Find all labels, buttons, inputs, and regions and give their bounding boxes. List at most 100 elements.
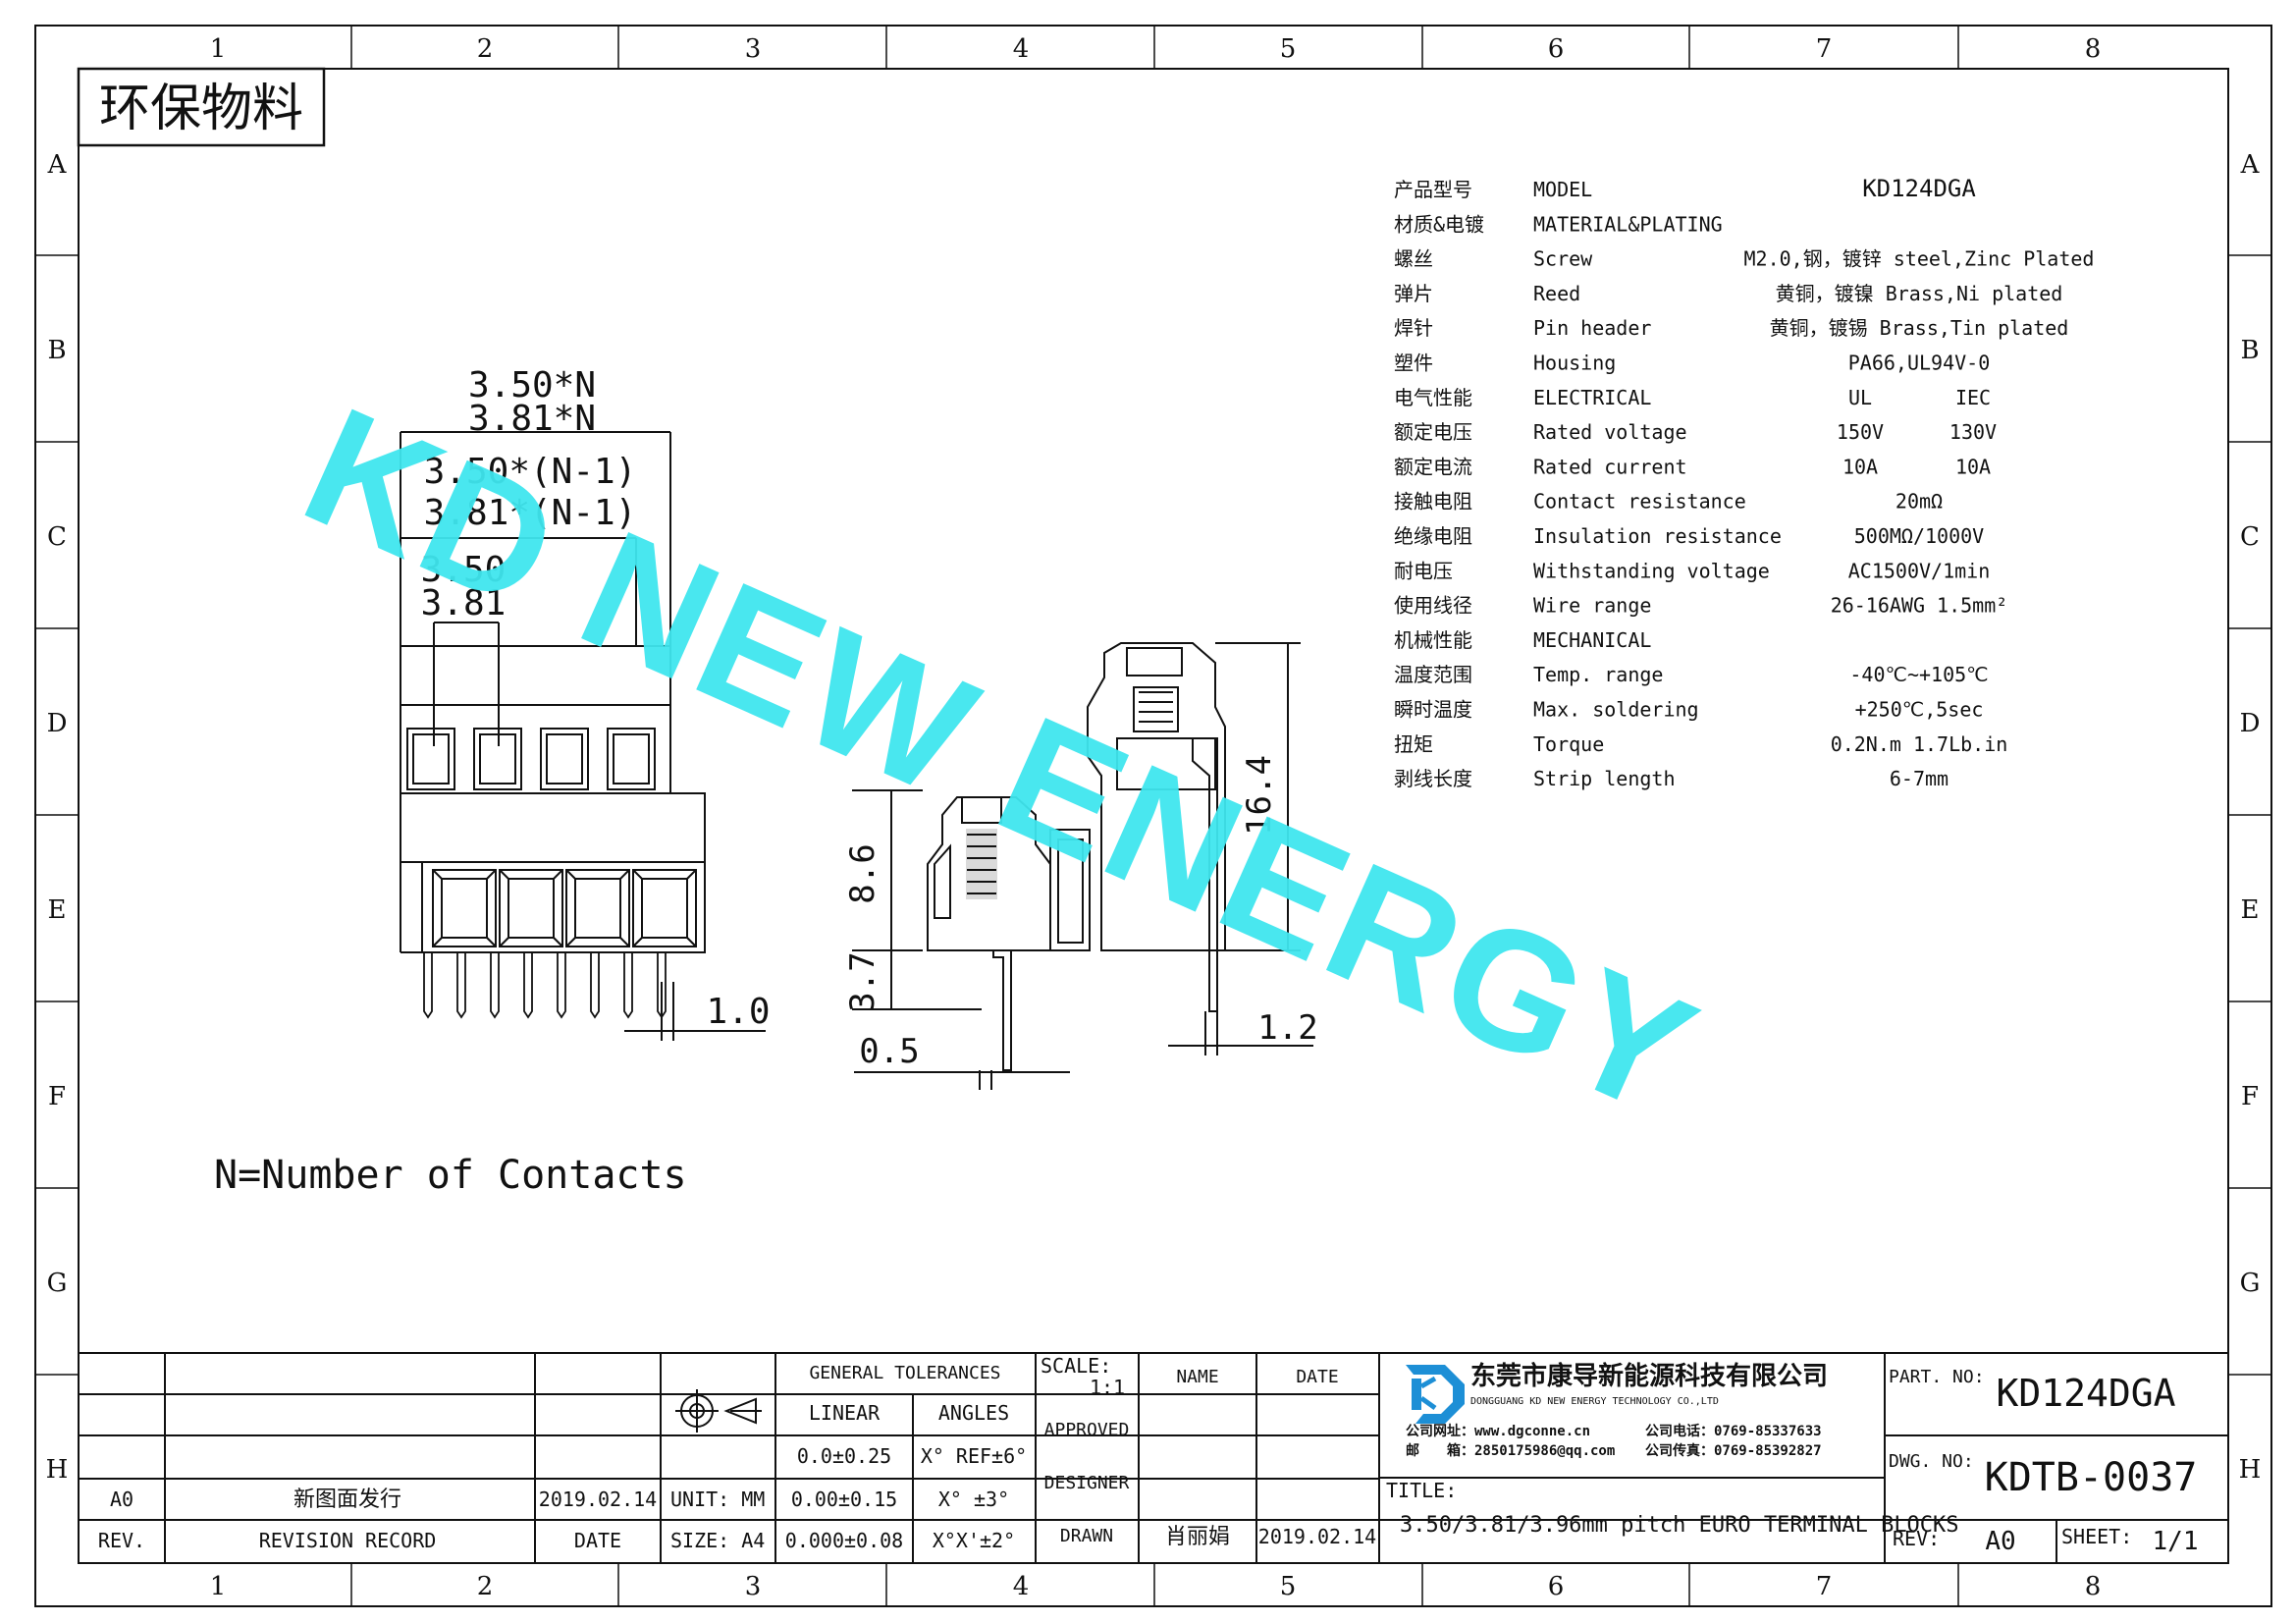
spec-value: KD124DGA xyxy=(1862,175,1976,202)
rev-label: REV. xyxy=(98,1529,145,1552)
company-phone: 公司电话：0769-85337633 xyxy=(1645,1423,1822,1439)
spec-value: 0.2N.m 1.7Lb.in xyxy=(1831,732,2008,756)
spec-label-en: Housing xyxy=(1533,352,1616,375)
contacts-note: N=Number of Contacts xyxy=(214,1153,687,1198)
spec-label-en: Max. soldering xyxy=(1533,698,1699,722)
revision-date: 2019.02.14 xyxy=(539,1488,657,1511)
spec-label-cn: 使用线径 xyxy=(1394,594,1472,618)
spec-value-2: 10A xyxy=(1955,455,1991,478)
dim-pitch-n-a: 3.50*N xyxy=(468,365,596,406)
linear-label: LINEAR xyxy=(809,1401,881,1425)
dim-pin-width: 1.0 xyxy=(706,992,770,1032)
company-logo-icon xyxy=(1406,1365,1465,1424)
dwg-no: KDTB-0037 xyxy=(1985,1455,2198,1500)
side-view-small xyxy=(852,789,1091,1090)
spec-label-cn: 扭矩 xyxy=(1394,732,1433,756)
dim-body-height: 8.6 xyxy=(843,843,882,903)
col-label: 2 xyxy=(477,1572,494,1601)
spec-value: 6-7mm xyxy=(1890,767,1949,790)
company-fax: 公司传真：0769-85392827 xyxy=(1645,1442,1822,1459)
row-label: F xyxy=(48,1082,66,1111)
dwg-no-label: DWG. NO: xyxy=(1889,1451,1974,1472)
dim-pitch-n-b: 3.81*N xyxy=(468,399,596,439)
spec-label-en: Rated voltage xyxy=(1533,420,1687,444)
side-view-tall-dimensions: 16.4 1.2 xyxy=(1240,755,1318,1048)
company-website: 公司网址：www.dgconne.cn xyxy=(1406,1423,1590,1439)
approved-label: APPROVED xyxy=(1044,1420,1130,1440)
sheet-frame xyxy=(34,25,2272,1607)
row-label: E xyxy=(2241,895,2260,925)
row-label: B xyxy=(47,336,66,365)
spec-value: 黄铜，镀锡 Brass,Tin plated xyxy=(1770,316,2069,340)
spec-value: 10A xyxy=(1842,455,1878,478)
spec-label-en: Withstanding voltage xyxy=(1533,559,1770,582)
drawn-name: 肖丽娟 xyxy=(1165,1525,1230,1549)
spec-label-cn: 电气性能 xyxy=(1394,386,1472,409)
spec-value-2: 130V xyxy=(1949,420,1997,444)
part-number-block: PART. NO: KD124DGA DWG. NO: KDTB-0037 RE… xyxy=(1889,1367,2198,1556)
col-label: 3 xyxy=(745,34,762,64)
sheet-value: 1/1 xyxy=(2153,1527,2199,1556)
dim-pitch-n1-a: 3.50*(N-1) xyxy=(424,452,637,492)
dim-pin-height: 3.7 xyxy=(843,951,882,1011)
drawn-label: DRAWN xyxy=(1060,1526,1113,1546)
date-label: DATE xyxy=(574,1529,621,1552)
row-label: D xyxy=(2240,709,2261,738)
spec-value-2: IEC xyxy=(1955,386,1991,409)
spec-value: M2.0,钢，镀锌 steel,Zinc Plated xyxy=(1744,247,2095,271)
dim-pitch-a: 3.50 xyxy=(421,550,507,590)
rev2-value: A0 xyxy=(1985,1527,2015,1556)
spec-label-cn: 产品型号 xyxy=(1394,178,1472,201)
spec-label-cn: 额定电流 xyxy=(1394,455,1472,478)
eco-stamp-text: 环保物料 xyxy=(99,80,303,138)
spec-label-en: MECHANICAL xyxy=(1533,628,1651,652)
spec-label-en: Wire range xyxy=(1533,594,1651,618)
col-label: 5 xyxy=(1280,34,1297,64)
drawing-title: 3.50/3.81/3.96mm pitch EURO TERMINAL BLO… xyxy=(1400,1513,1959,1538)
spec-label-en: MATERIAL&PLATING xyxy=(1533,212,1723,236)
spec-label-cn: 焊针 xyxy=(1394,316,1433,340)
spec-label-en: Pin header xyxy=(1533,316,1651,340)
spec-value: +250℃,5sec xyxy=(1855,698,1984,722)
spec-value: AC1500V/1min xyxy=(1848,559,1991,582)
row-label: H xyxy=(2239,1455,2262,1485)
spec-value: 150V xyxy=(1837,420,1884,444)
company-email: 邮 箱：2850175986@qq.com xyxy=(1406,1442,1615,1459)
spec-value: 26-16AWG 1.5mm² xyxy=(1831,594,2008,618)
spec-label-cn: 接触电阻 xyxy=(1394,490,1472,514)
spec-label-cn: 额定电压 xyxy=(1394,420,1472,444)
row-label: A xyxy=(2240,150,2261,180)
scale-value: 1:1 xyxy=(1090,1376,1125,1399)
col-label: 3 xyxy=(745,1572,762,1601)
spec-label-en: Strip length xyxy=(1533,767,1676,790)
date-column-label: DATE xyxy=(1296,1367,1338,1387)
front-view-dimensions: 3.50*N 3.81*N 3.50*(N-1) 3.81*(N-1) 3.50… xyxy=(421,365,771,1032)
spec-label-cn: 螺丝 xyxy=(1394,247,1433,271)
spec-value: 黄铜，镀镍 Brass,Ni plated xyxy=(1776,282,2063,305)
tol-linear-3: 0.000±0.08 xyxy=(785,1529,903,1552)
sheet-label: SHEET: xyxy=(2061,1525,2132,1548)
row-label: C xyxy=(2240,522,2260,552)
spec-label-cn: 材质&电镀 xyxy=(1394,212,1484,236)
col-label: 1 xyxy=(210,1572,227,1601)
spec-label-en: Rated current xyxy=(1533,455,1687,478)
row-label: G xyxy=(2240,1269,2261,1298)
scale-label: SCALE: xyxy=(1041,1354,1111,1378)
part-no-label: PART. NO: xyxy=(1889,1367,1985,1387)
spec-label-cn: 弹片 xyxy=(1394,282,1433,305)
dim-total-height: 16.4 xyxy=(1240,755,1279,836)
col-label: 4 xyxy=(1013,34,1030,64)
tol-linear-2: 0.00±0.15 xyxy=(791,1488,897,1511)
projection-symbol-icon xyxy=(675,1389,762,1433)
tol-linear-1: 0.0±0.25 xyxy=(797,1444,891,1468)
frame-labels: 1 2 3 4 5 6 7 8 1 2 3 4 5 6 7 8 A B C D … xyxy=(46,34,2262,1601)
spec-value: PA66,UL94V-0 xyxy=(1848,352,1991,375)
spec-value: UL xyxy=(1848,386,1872,409)
revision-record-label: REVISION RECORD xyxy=(259,1529,437,1552)
spec-label-en: MODEL xyxy=(1533,178,1592,201)
dim-pitch-b: 3.81 xyxy=(421,583,507,623)
spec-value: -40℃~+105℃ xyxy=(1849,663,1988,686)
row-label: G xyxy=(47,1269,68,1298)
spec-label-en: Torque xyxy=(1533,732,1604,756)
